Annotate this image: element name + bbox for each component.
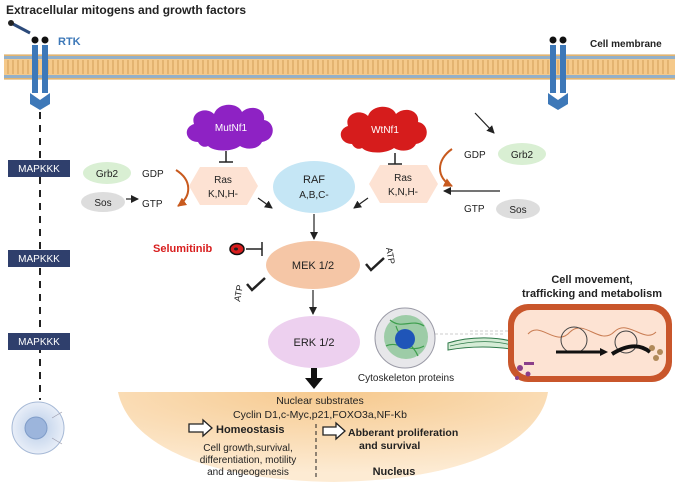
sos-left-label: Sos — [94, 198, 111, 209]
sos-left — [81, 192, 125, 212]
page-title: Extracellular mitogens and growth factor… — [6, 3, 246, 17]
gtp-right: GTP — [464, 204, 485, 215]
rtk-receptor-right — [548, 36, 568, 110]
cytoskeleton-label: Cytoskeleton proteins — [358, 373, 454, 384]
raf-sub: A,B,C- — [299, 190, 328, 201]
gtp-left: GTP — [142, 199, 163, 210]
raf-node — [273, 161, 355, 213]
aberrant-label-2: and survival — [359, 440, 420, 452]
homeostasis-desc-1: Cell growth,survival, — [203, 443, 292, 454]
sos-right — [496, 199, 540, 219]
nucleus-label: Nucleus — [373, 466, 416, 478]
mek-label: MEK 1/2 — [292, 260, 334, 272]
cell-membrane — [4, 54, 675, 80]
nucleus-region — [118, 392, 548, 482]
inhibition-drug-mek — [246, 242, 263, 256]
svg-text:WtNf1: WtNf1 — [371, 125, 399, 136]
ras-left — [189, 167, 258, 205]
mutnf1-cloud: MutNf1 — [186, 104, 273, 151]
small-cell-icon — [11, 401, 65, 455]
grb2-left-label: Grb2 — [96, 169, 119, 180]
arrow-gdp-gtp-right — [439, 148, 453, 187]
ras-left-sub: K,N,H- — [208, 189, 238, 200]
mapkkk-box-1: MAPKKK — [8, 160, 70, 177]
drug-capsule-icon — [229, 242, 245, 256]
rtk-label: RTK — [58, 36, 81, 48]
raf-title: RAF — [303, 174, 325, 186]
cytoskeleton-cell-icon — [374, 307, 436, 369]
check-right-icon — [365, 257, 385, 272]
homeostasis-label: Homeostasis — [216, 424, 284, 436]
ligand-icon — [8, 20, 31, 35]
gdp-right: GDP — [464, 150, 486, 161]
aberrant-arrow-icon — [322, 421, 346, 441]
membrane-label: Cell membrane — [590, 39, 662, 50]
svg-text:MAPKKK: MAPKKK — [18, 254, 60, 265]
rtk-receptor-left — [30, 36, 50, 110]
wtnf1-cloud: WtNf1 — [340, 106, 427, 153]
gdp-left: GDP — [142, 169, 164, 180]
mapkkk-box-3: MAPKKK — [8, 333, 70, 350]
grb2-right — [498, 143, 546, 165]
check-left-icon — [246, 277, 266, 292]
atp-left: ATP — [232, 284, 245, 302]
mek-node — [266, 241, 360, 289]
nuclear-substrates-list: Cyclin D1,c-Myc,p21,FOXO3a,NF-Kb — [233, 409, 407, 421]
arrow-receptor-grb2 — [474, 112, 495, 134]
homeostasis-arrow-icon — [188, 418, 213, 438]
sos-right-label: Sos — [509, 205, 526, 216]
ras-right-sub: K,N,H- — [388, 187, 418, 198]
ras-right — [369, 165, 438, 203]
erk-label: ERK 1/2 — [294, 337, 335, 349]
grb2-left — [83, 162, 131, 184]
mapkkk-box-2: MAPKKK — [8, 250, 70, 267]
aberrant-label-1: Abberant proliferation — [348, 427, 458, 439]
arrow-rasleft-raf — [257, 197, 273, 209]
arrow-gdp-gtp-left — [175, 169, 190, 207]
arrow-erk-nucleus — [305, 368, 323, 389]
erk-node — [268, 316, 360, 368]
homeostasis-desc-3: and angeogenesis — [207, 467, 289, 478]
grb2-right-label: Grb2 — [511, 150, 534, 161]
atp-right: ATP — [384, 247, 397, 265]
svg-text:MAPKKK: MAPKKK — [18, 337, 60, 348]
nuclear-substrates-title: Nuclear substrates — [276, 395, 364, 407]
cell-movement-title-1: Cell movement, — [551, 274, 632, 286]
arrow-rasright-raf — [353, 197, 369, 209]
ras-left-title: Ras — [214, 175, 232, 186]
svg-text:MAPKKK: MAPKKK — [18, 164, 60, 175]
mitochondrion-icon — [508, 304, 672, 382]
ras-right-title: Ras — [394, 173, 412, 184]
svg-text:MutNf1: MutNf1 — [215, 123, 248, 134]
cell-movement-title-2: trafficking and metabolism — [522, 288, 662, 300]
homeostasis-desc-2: differentiation, motility — [200, 455, 297, 466]
selumitinib-label: Selumitinib — [153, 243, 213, 255]
